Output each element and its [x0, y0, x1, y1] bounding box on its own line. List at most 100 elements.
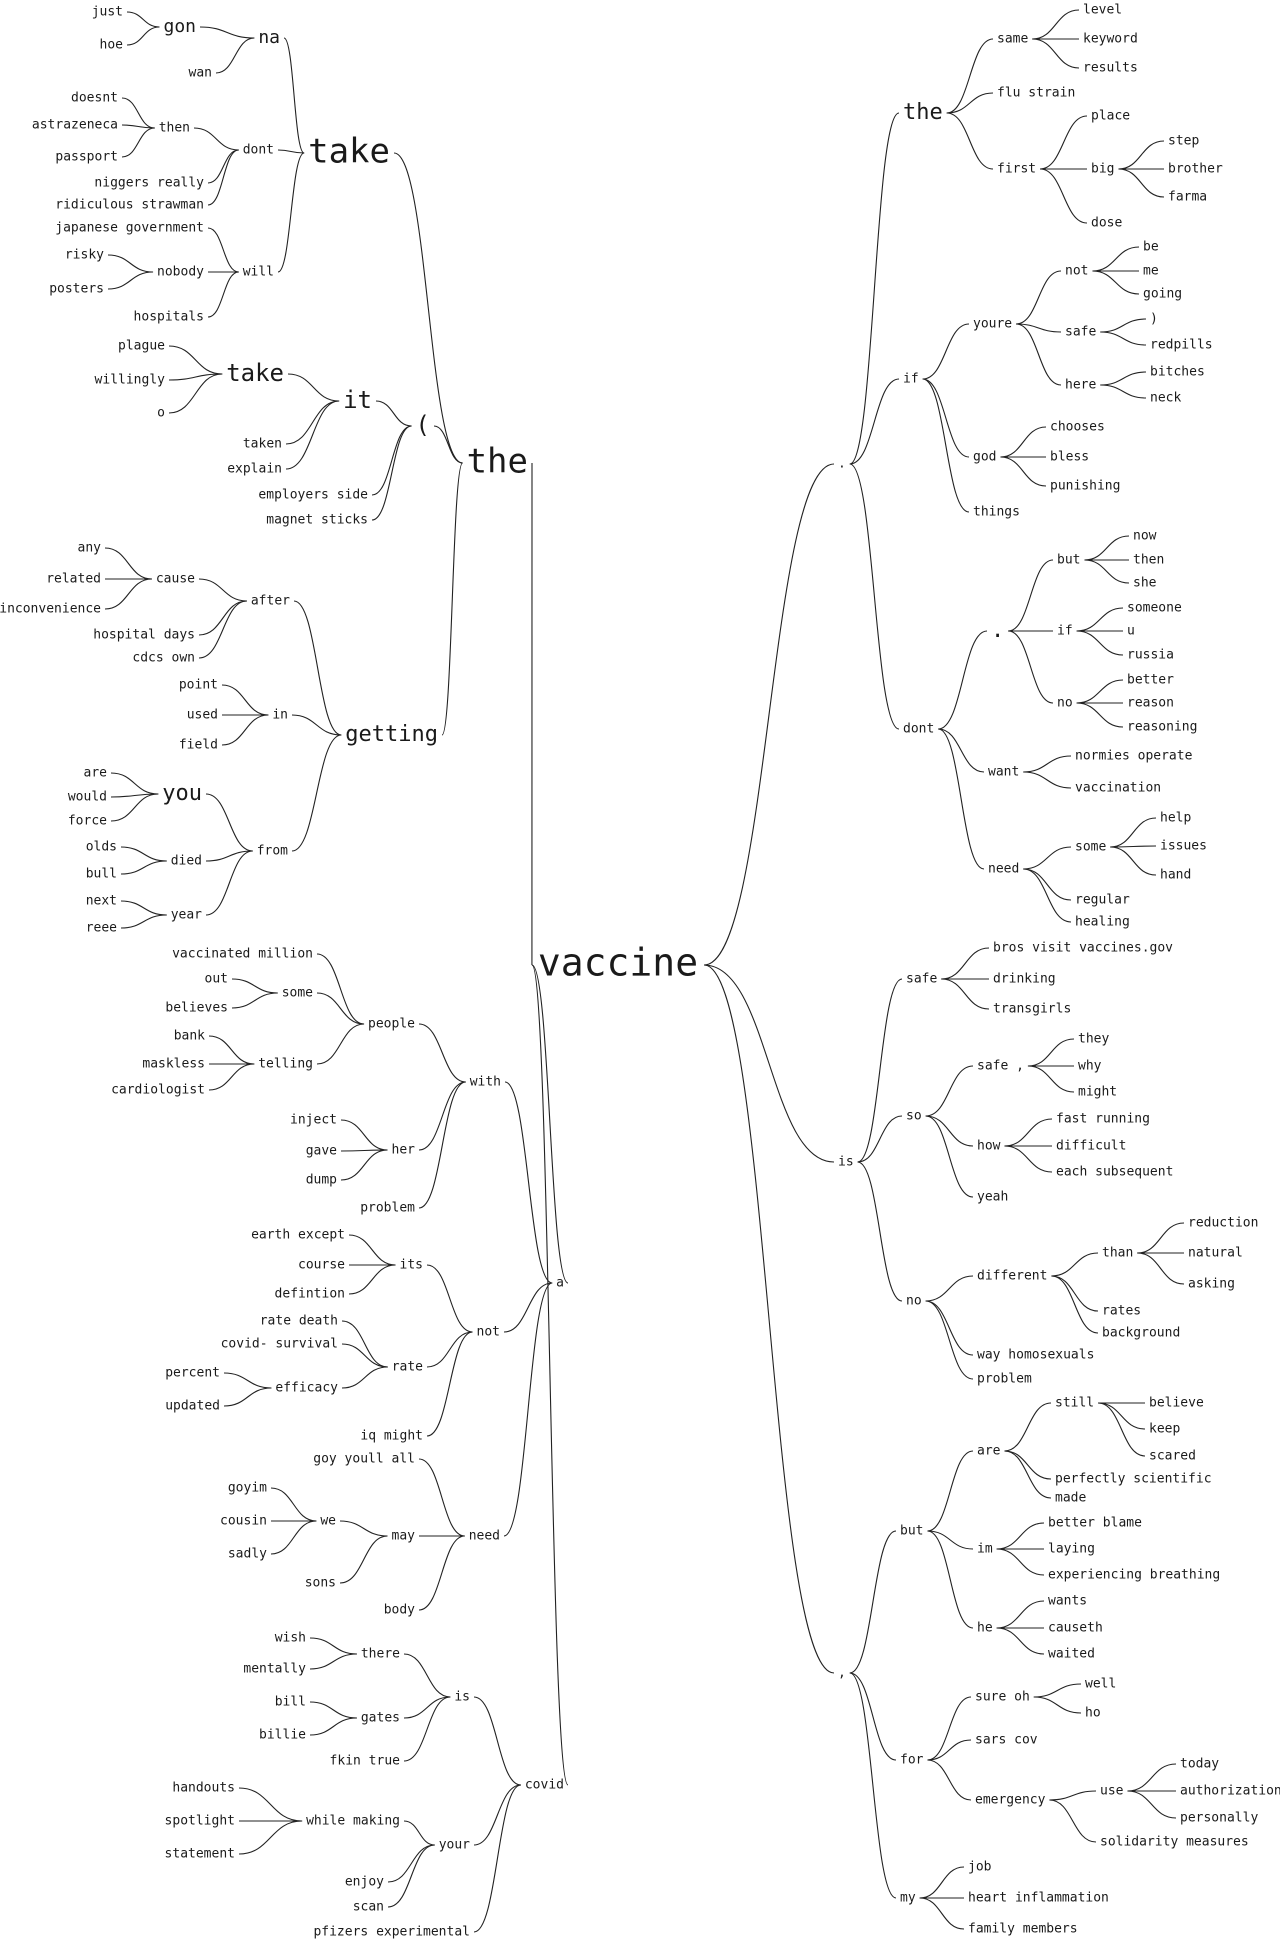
- node-believes: believes: [165, 1001, 228, 1016]
- node-body: body: [384, 1603, 415, 1618]
- node-sars-cov: sars cov: [975, 1733, 1038, 1748]
- edge-your: [473, 1784, 521, 1846]
- node-if: if: [1057, 624, 1073, 639]
- edge-now: [1084, 535, 1130, 561]
- edge-risky: [107, 254, 154, 273]
- edge-but: [849, 1530, 897, 1674]
- node-problem: problem: [977, 1372, 1032, 1387]
- node-first: first: [997, 162, 1036, 177]
- edge-problem: [925, 1300, 974, 1380]
- node-things: things: [973, 505, 1020, 520]
- edge-percent: [223, 1372, 272, 1389]
- node-authorization: authorization: [1180, 1784, 1280, 1799]
- edge-statement: [238, 1820, 303, 1855]
- node-big: big: [1091, 162, 1114, 177]
- edge-earth-except: [348, 1234, 396, 1266]
- node-goy-youll-all: goy youll all: [313, 1452, 415, 1467]
- edge-wish: [309, 1637, 357, 1655]
- node-someone: someone: [1127, 601, 1182, 616]
- node-wish: wish: [275, 1631, 306, 1646]
- node-youre: youre: [973, 317, 1012, 332]
- edge-handouts: [238, 1787, 303, 1822]
- node-billie: billie: [259, 1728, 306, 1743]
- edge-sure-oh: [927, 1696, 972, 1761]
- node-keep: keep: [1149, 1422, 1180, 1437]
- node-regular: regular: [1075, 893, 1130, 908]
- node-punct: .: [838, 457, 846, 472]
- edge-believes: [231, 992, 278, 1009]
- edge-things: [922, 378, 970, 513]
- node-bill: bill: [275, 1695, 306, 1710]
- edge-wan: [215, 37, 255, 74]
- edge-punct: [1100, 318, 1147, 333]
- edge-force: [110, 793, 159, 822]
- edge-inject: [340, 1119, 388, 1151]
- edge-ridiculous-strawman: [207, 149, 239, 206]
- edge-its: [426, 1264, 473, 1333]
- node-point: point: [179, 678, 218, 693]
- node-cousin: cousin: [220, 1514, 267, 1529]
- node-reasoning: reasoning: [1127, 720, 1197, 735]
- node-way-homosexuals: way homosexuals: [977, 1348, 1094, 1363]
- edge-healing: [1023, 868, 1072, 923]
- edge-asking: [1137, 1252, 1185, 1285]
- edge-still: [1004, 1402, 1052, 1452]
- node-then: then: [1133, 553, 1164, 568]
- edge-punct: [704, 964, 835, 1674]
- edge-hospitals: [207, 271, 239, 318]
- edge-olds: [120, 846, 167, 862]
- node-some: some: [282, 986, 313, 1001]
- edge-level: [1032, 9, 1080, 40]
- node-im: im: [977, 1542, 993, 1557]
- node-goyim: goyim: [228, 1481, 267, 1496]
- edge-employers-side: [371, 425, 412, 496]
- node-issues: issues: [1160, 839, 1207, 854]
- edge-gates: [403, 1696, 451, 1719]
- edge-pfizers-experimental: [473, 1784, 522, 1933]
- edge-waited: [996, 1627, 1045, 1655]
- node-no: no: [1057, 696, 1073, 711]
- edge-might: [1027, 1065, 1075, 1093]
- node-punct: ): [1150, 312, 1158, 327]
- node-iq-might: iq might: [360, 1429, 423, 1444]
- edge-first: [946, 112, 994, 170]
- node-might: might: [1078, 1085, 1117, 1100]
- node-asking: asking: [1188, 1277, 1235, 1292]
- node-you: you: [162, 781, 202, 806]
- edge-no: [1008, 630, 1054, 704]
- node-spotlight: spotlight: [165, 1814, 235, 1829]
- node-plague: plague: [118, 339, 165, 354]
- node-updated: updated: [165, 1399, 220, 1414]
- node-need: need: [988, 862, 1019, 877]
- edge-vaccinated-million: [316, 953, 365, 1025]
- edge-need: [503, 1282, 553, 1537]
- node-punct: ,: [838, 1666, 846, 1681]
- edge-not: [1016, 270, 1062, 325]
- edge-scared: [1098, 1402, 1146, 1457]
- tree-labels: vaccinethetakenagonjusthoewandontthendoe…: [0, 3, 1280, 1940]
- node-percent: percent: [165, 1366, 220, 1381]
- edge-telling: [316, 1023, 365, 1065]
- edge-today: [1127, 1763, 1177, 1792]
- edge-doesnt: [121, 97, 155, 129]
- node-laying: laying: [1048, 1542, 1095, 1557]
- node-want: want: [988, 765, 1019, 780]
- node-year: year: [171, 908, 202, 923]
- edge-goy-youll-all: [418, 1458, 465, 1537]
- node-job: job: [968, 1860, 992, 1875]
- edge-vaccination: [1023, 771, 1072, 789]
- edge-fkin-true: [403, 1696, 451, 1762]
- edge-is: [473, 1696, 521, 1786]
- node-reason: reason: [1127, 696, 1174, 711]
- edge-rate-death: [341, 1320, 388, 1368]
- node-are: are: [84, 766, 108, 781]
- edge-rate: [426, 1331, 473, 1368]
- node-drinking: drinking: [993, 972, 1056, 987]
- edge-how: [925, 1115, 974, 1147]
- edge-punct: [938, 630, 988, 730]
- edge-plague: [168, 345, 223, 375]
- node-sons: sons: [305, 1576, 336, 1591]
- edge-youre: [922, 323, 970, 380]
- node-after: after: [251, 594, 290, 609]
